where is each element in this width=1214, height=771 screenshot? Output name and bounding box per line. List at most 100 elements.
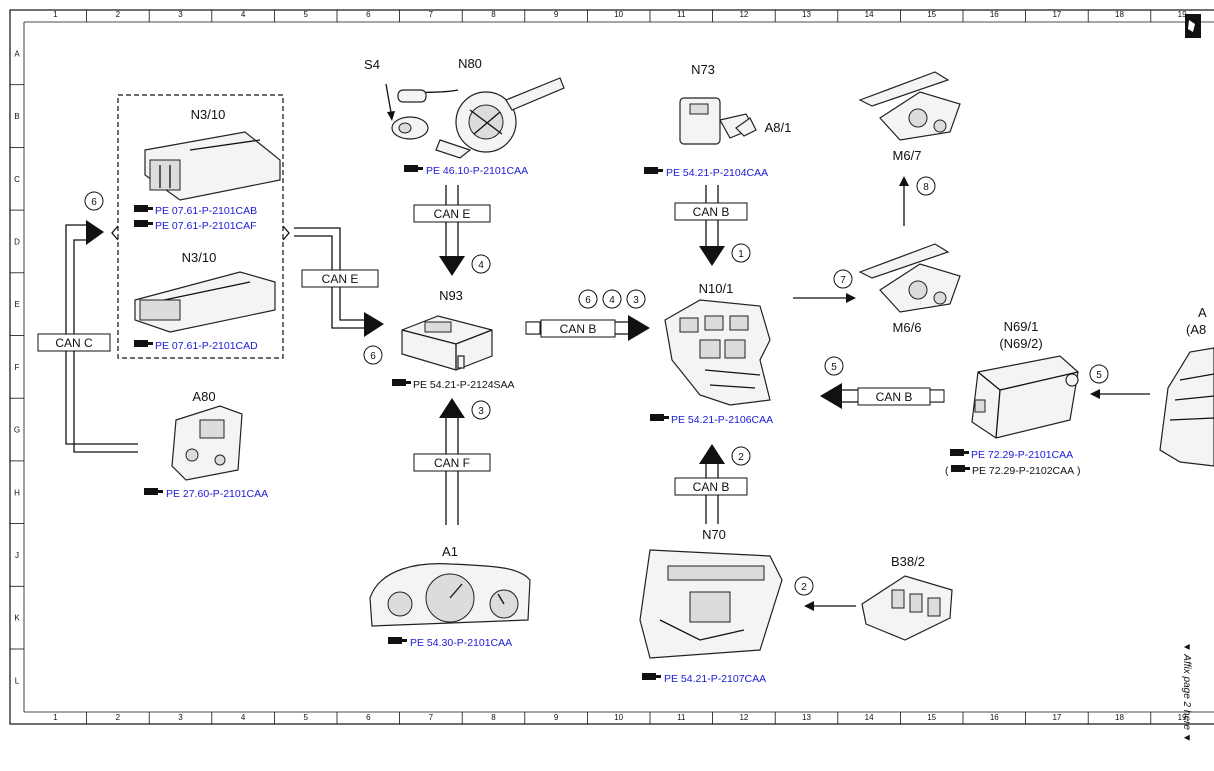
grid-row-K: K bbox=[14, 614, 20, 623]
step-6-left: 6 bbox=[91, 197, 97, 208]
pointing-hand-icon bbox=[650, 414, 669, 421]
grid-row-B: B bbox=[14, 112, 19, 121]
n69-1-door-module-drawing bbox=[971, 355, 1079, 439]
b38-2-sensor-drawing bbox=[861, 575, 953, 641]
step-6-n93: 6 bbox=[370, 351, 376, 362]
step-4-n93: 4 bbox=[478, 260, 484, 271]
svg-text:PE 46.10-P-2101CAA: PE 46.10-P-2101CAA bbox=[426, 165, 528, 177]
can-e-top-bus-path bbox=[439, 185, 465, 276]
grid-col-top-5: 5 bbox=[303, 10, 308, 19]
label-a80: A80 bbox=[192, 389, 215, 404]
step-8: 8 bbox=[923, 182, 929, 193]
ref-n70[interactable]: PE 54.21-P-2107CAA bbox=[642, 673, 766, 685]
grid-row-A: A bbox=[14, 49, 20, 58]
ref-n3-10-c[interactable]: PE 07.61-P-2101CAD bbox=[134, 340, 258, 352]
grid-row-D: D bbox=[14, 237, 20, 246]
label-n10-1: N10/1 bbox=[699, 281, 734, 296]
bus-labels: CAN C CAN E CAN E CAN F CAN B CAN B CAN … bbox=[37, 202, 931, 496]
grid-col-top-12: 12 bbox=[739, 10, 748, 19]
step-7: 7 bbox=[840, 275, 846, 286]
svg-text:PE 54.21-P-2106CAA: PE 54.21-P-2106CAA bbox=[671, 414, 773, 426]
pointing-hand-icon bbox=[644, 167, 663, 174]
ref-n93[interactable]: PE 54.21-P-2124SAA bbox=[392, 379, 515, 391]
grid-col-bottom-12: 12 bbox=[739, 713, 748, 722]
can-b-top-bus-path bbox=[699, 185, 725, 266]
ref-n69-a[interactable]: PE 72.29-P-2101CAA bbox=[950, 449, 1073, 461]
grid-col-bottom-18: 18 bbox=[1115, 713, 1124, 722]
grid-col-bottom-13: 13 bbox=[802, 713, 811, 722]
label-a8-1: A8/1 bbox=[765, 120, 792, 135]
can-e-top-label: CAN E bbox=[434, 207, 471, 221]
can-e-left-label: CAN E bbox=[322, 272, 359, 286]
step-6-bus: 6 bbox=[585, 295, 591, 306]
step-5-mid: 5 bbox=[831, 362, 837, 373]
can-c-label: CAN C bbox=[55, 336, 93, 350]
drawing-frame bbox=[9, 9, 1214, 725]
grid-col-bottom-5: 5 bbox=[303, 713, 308, 722]
step-numbers: 6 6 4 3 1 6 4 3 8 7 5 5 2 2 bbox=[91, 182, 1102, 593]
label-m6-6: M6/6 bbox=[893, 320, 922, 335]
grid-col-top-14: 14 bbox=[865, 10, 874, 19]
can-b-top-label: CAN B bbox=[693, 205, 730, 219]
n3-10-ecu-bottom-drawing bbox=[134, 271, 276, 333]
ref-n80[interactable]: PE 46.10-P-2101CAA bbox=[404, 165, 528, 177]
grid-col-top-18: 18 bbox=[1115, 10, 1124, 19]
ref-a80[interactable]: PE 27.60-P-2101CAA bbox=[144, 488, 268, 500]
grid-col-bottom-4: 4 bbox=[241, 713, 246, 722]
grid-col-top-9: 9 bbox=[554, 10, 559, 19]
svg-text:PE 27.60-P-2101CAA: PE 27.60-P-2101CAA bbox=[166, 488, 268, 500]
grid-col-bottom-2: 2 bbox=[116, 713, 121, 722]
grid-col-bottom-17: 17 bbox=[1052, 713, 1061, 722]
grid-col-top-17: 17 bbox=[1052, 10, 1061, 19]
grid-col-bottom-14: 14 bbox=[865, 713, 874, 722]
step-4-bus: 4 bbox=[609, 295, 615, 306]
grid-row-L: L bbox=[15, 676, 20, 685]
ref-n73[interactable]: PE 54.21-P-2104CAA bbox=[644, 167, 768, 179]
pointing-hand-icon bbox=[134, 220, 153, 227]
step-3-bus: 3 bbox=[633, 295, 639, 306]
reference-links: PE 46.10-P-2101CAA PE 54.21-P-2104CAA PE… bbox=[134, 165, 1081, 685]
n10-1-sam-drawing bbox=[664, 299, 771, 406]
ref-n3-10-b[interactable]: PE 07.61-P-2101CAF bbox=[134, 220, 257, 232]
label-n3-10-bottom: N3/10 bbox=[182, 250, 217, 265]
pointing-hand-icon bbox=[388, 637, 407, 644]
grid-col-top-4: 4 bbox=[241, 10, 246, 19]
pointing-hand-icon bbox=[404, 165, 423, 172]
a8-module-partial-drawing bbox=[1159, 347, 1214, 467]
ref-n3-10-a[interactable]: PE 07.61-P-2101CAB bbox=[134, 205, 257, 217]
grid-col-bottom-10: 10 bbox=[614, 713, 623, 722]
pointing-hand-icon bbox=[392, 379, 411, 386]
step-3-n93: 3 bbox=[478, 406, 484, 417]
m6-7-wiper-motor-drawing bbox=[858, 71, 961, 141]
svg-text:PE 54.30-P-2101CAA: PE 54.30-P-2101CAA bbox=[410, 637, 512, 649]
svg-text:PE 07.61-P-2101CAF: PE 07.61-P-2101CAF bbox=[155, 220, 257, 232]
grid-col-top-16: 16 bbox=[990, 10, 999, 19]
svg-text:PE 54.21-P-2104CAA: PE 54.21-P-2104CAA bbox=[666, 167, 768, 179]
grid-row-G: G bbox=[14, 426, 20, 435]
m6-6-wiper-motor-drawing bbox=[858, 243, 961, 313]
page-corner-icon bbox=[1185, 14, 1201, 38]
grid-col-bottom-9: 9 bbox=[554, 713, 559, 722]
svg-text:PE 72.29-P-2101CAA: PE 72.29-P-2101CAA bbox=[971, 449, 1073, 461]
grid-col-bottom-19: 19 bbox=[1178, 713, 1187, 722]
can-f-label: CAN F bbox=[434, 456, 470, 470]
a1-instrument-cluster-drawing bbox=[369, 563, 531, 627]
affix-page-note: ▼ Affix page 2 here ▼ bbox=[1181, 642, 1192, 743]
pointing-hand-icon bbox=[134, 340, 153, 347]
label-b38-2: B38/2 bbox=[891, 554, 925, 569]
ref-a1[interactable]: PE 54.30-P-2101CAA bbox=[388, 637, 512, 649]
grid-col-top-2: 2 bbox=[116, 10, 121, 19]
grid-col-top-6: 6 bbox=[366, 10, 371, 19]
n73-ignition-switch-drawing bbox=[679, 97, 757, 145]
ref-n69-b[interactable]: ( PE 72.29-P-2102CAA ) bbox=[945, 465, 1081, 477]
step-5-right: 5 bbox=[1096, 370, 1102, 381]
grid-column-labels: 1122334455667788991010111112121313141415… bbox=[53, 10, 1187, 724]
grid-col-bottom-8: 8 bbox=[491, 713, 496, 722]
label-cut-a8: (A8 bbox=[1186, 322, 1206, 337]
svg-text:PE 07.61-P-2101CAD: PE 07.61-P-2101CAD bbox=[155, 340, 258, 352]
ref-n10-1[interactable]: PE 54.21-P-2106CAA bbox=[650, 414, 773, 426]
svg-text:PE 72.29-P-2102CAA: PE 72.29-P-2102CAA bbox=[972, 465, 1074, 477]
step-2-n10: 2 bbox=[738, 452, 744, 463]
grid-col-bottom-1: 1 bbox=[53, 713, 58, 722]
